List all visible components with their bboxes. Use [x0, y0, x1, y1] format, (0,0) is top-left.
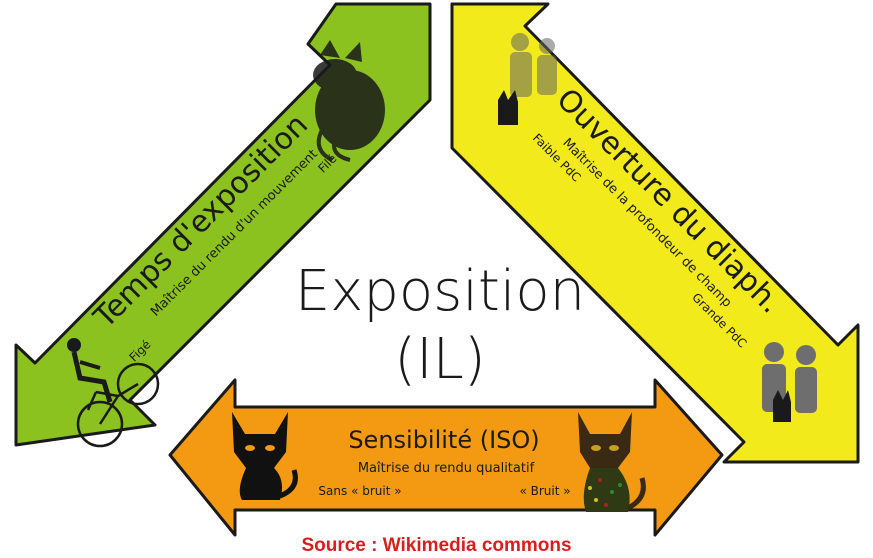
- blurred-cat-icon: [313, 40, 385, 162]
- blurred-people-icon: [510, 33, 557, 97]
- cyclist-icon: [67, 338, 160, 448]
- iso-arrow: Sensibilité (ISO) Maîtrise du rendu qual…: [168, 378, 724, 537]
- iso-title: Sensibilité (ISO): [348, 426, 539, 454]
- center-subtitle: (IL): [394, 327, 485, 392]
- noisy-cat-icon: [578, 412, 646, 512]
- iso-low-label: Sans « bruit »: [318, 484, 401, 498]
- cat-icon-focus: [773, 390, 791, 422]
- center-title: Exposition: [295, 259, 585, 324]
- black-cat-icon: [232, 412, 298, 500]
- iso-description: Maîtrise du rendu qualitatif: [358, 461, 535, 476]
- shutter-speed-arrow: Temps d'exposition Maîtrise du rendu d'u…: [14, 2, 432, 448]
- aperture-arrow-shape: [450, 2, 860, 464]
- small-cat-icon: [498, 90, 518, 125]
- source-caption: Source : Wikimedia commons: [301, 535, 572, 556]
- iso-high-label: « Bruit »: [519, 484, 570, 498]
